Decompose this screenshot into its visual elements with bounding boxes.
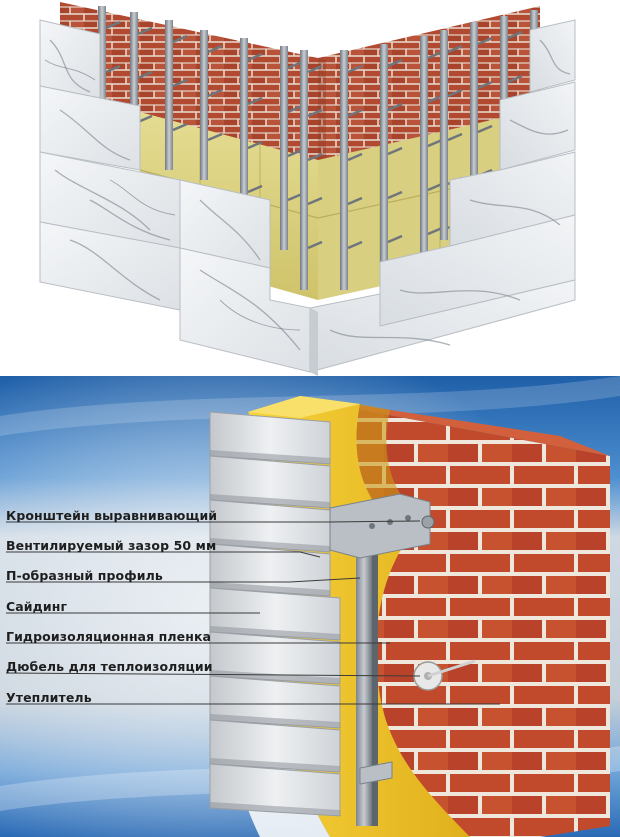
rail-bracket xyxy=(347,196,363,206)
rail-bracket xyxy=(387,234,403,244)
rail-bracket xyxy=(307,240,323,250)
rail-bracket xyxy=(207,44,223,54)
rail-bracket xyxy=(427,50,443,60)
rail-bracket xyxy=(247,140,263,150)
rail-bracket xyxy=(307,108,323,118)
rail-bracket xyxy=(427,138,443,148)
rail-bracket xyxy=(447,44,463,54)
rail-bracket xyxy=(247,184,263,194)
rail xyxy=(440,30,448,240)
rail-bracket xyxy=(387,146,403,156)
label-insulation-dowel: Дюбель для теплоизоляции xyxy=(6,659,213,674)
rail-bracket xyxy=(307,64,323,74)
rail-bracket xyxy=(387,58,403,68)
label-ventilated-gap: Вентилируемый зазор 50 мм xyxy=(6,538,217,553)
rail-bracket xyxy=(447,132,463,142)
label-u-profile: П-образный профиль xyxy=(6,568,163,583)
rail xyxy=(420,36,428,255)
siding-panels xyxy=(209,411,341,817)
leader-lines xyxy=(5,520,500,705)
rail-bracket xyxy=(172,122,188,132)
rail xyxy=(470,22,478,210)
rail xyxy=(240,38,248,215)
rail-bracket xyxy=(307,196,323,206)
top-facade-svg xyxy=(39,2,576,376)
rail-bracket xyxy=(447,88,463,98)
rail-bracket xyxy=(287,60,303,70)
leveling-bracket xyxy=(329,493,435,785)
rail-bracket xyxy=(172,78,188,88)
rail-bracket xyxy=(427,182,443,192)
rail-bracket xyxy=(347,108,363,118)
rail-bracket xyxy=(477,36,493,46)
rail-bracket xyxy=(347,64,363,74)
marble-panels-left xyxy=(39,19,311,373)
label-insulation: Утеплитель xyxy=(6,690,92,705)
label-waterproof-film: Гидроизоляционная пленка xyxy=(6,629,212,644)
rail-bracket xyxy=(507,30,523,40)
rail-bracket xyxy=(387,190,403,200)
corner-edge xyxy=(310,308,318,376)
top-facade-illustration xyxy=(0,0,620,376)
rail-bracket xyxy=(207,88,223,98)
u-profile-rail xyxy=(356,506,378,826)
insulation-dowel xyxy=(413,659,476,691)
rail-bracket xyxy=(507,74,523,84)
rail-bracket xyxy=(387,102,403,112)
rail-bracket xyxy=(347,152,363,162)
rail-bracket xyxy=(287,192,303,202)
rail-bracket xyxy=(207,132,223,142)
rail xyxy=(165,20,173,170)
bottom-facade-illustration: Кронштейн выравнивающий Вентилируемый за… xyxy=(0,376,620,837)
rail-bracket xyxy=(105,20,121,30)
rail-bracket xyxy=(477,80,493,90)
rail xyxy=(200,30,208,180)
bottom-facade-svg xyxy=(0,376,620,837)
rail xyxy=(280,46,288,250)
rail-bracket xyxy=(137,70,153,80)
rail-bracket xyxy=(172,34,188,44)
rail-bracket xyxy=(287,148,303,158)
rail xyxy=(130,12,138,162)
rail xyxy=(300,50,308,290)
rail-bracket xyxy=(247,96,263,106)
rail-bracket xyxy=(427,94,443,104)
rail-bracket xyxy=(307,152,323,162)
rail-bracket xyxy=(427,226,443,236)
rail xyxy=(380,44,388,270)
label-siding: Сайдинг xyxy=(6,599,68,614)
marble-panels-right xyxy=(309,19,576,373)
rail-bracket xyxy=(247,52,263,62)
metal-rails xyxy=(98,6,553,290)
rail-bracket xyxy=(105,64,121,74)
rail-bracket xyxy=(477,124,493,134)
rail xyxy=(98,6,106,150)
label-leveling-bracket: Кронштейн выравнивающий xyxy=(6,508,218,523)
rail-bracket xyxy=(347,240,363,250)
rail xyxy=(340,50,348,290)
rail-bracket xyxy=(137,26,153,36)
rail-bracket xyxy=(287,104,303,114)
